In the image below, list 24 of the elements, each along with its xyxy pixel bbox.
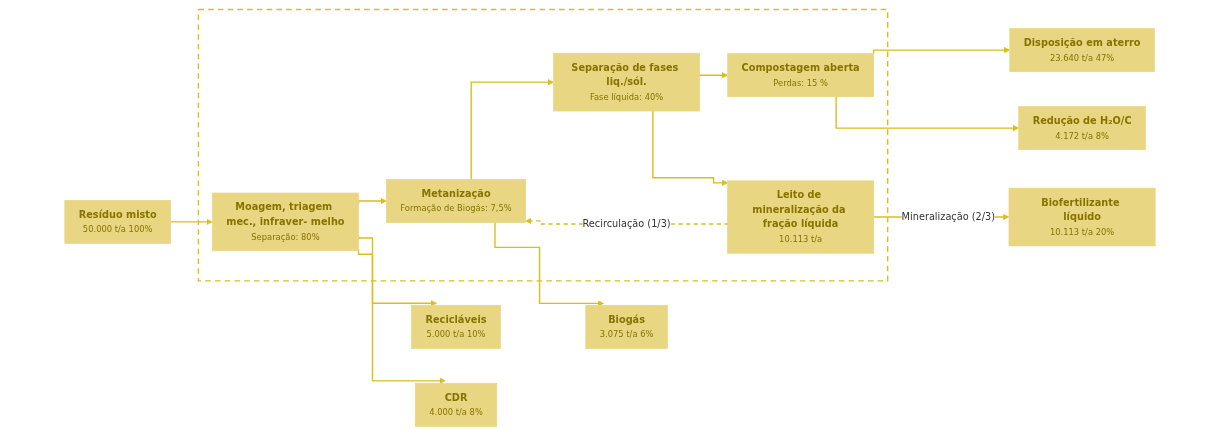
node-box: Compostagem aberta Perdas: 15 %: [727, 52, 874, 97]
node-box: Moagem, triagem mec., infraver- melho Separação: 80%: [212, 192, 359, 251]
node-box: Resíduo misto 50.000 t/a 100%: [64, 199, 171, 244]
cluster: [197, 8, 889, 282]
node-box: CDR 4.000 t/a 8%: [414, 382, 498, 427]
arrow: [652, 109, 729, 186]
arrow: [357, 197, 387, 205]
node-box: Biogás 3.075 t/a 6%: [585, 304, 668, 349]
node-box: Recicláveis 5.000 t/a 10%: [411, 304, 501, 349]
arrow: [494, 221, 604, 306]
node-box: Redução de H₂O/C 4.172 t/a 8%: [1018, 105, 1146, 150]
arrow: [169, 218, 213, 225]
arrow: [699, 71, 728, 78]
arrow: [872, 46, 1011, 55]
edge-label: Recirculação (1/3): [582, 217, 671, 229]
node-box: Biofertilizante líquido 10.113 t/a 20%: [1008, 187, 1156, 246]
arrow: [357, 234, 437, 306]
node-box: Disposição em aterro 23.640 t/a 47%: [1009, 27, 1155, 72]
node-box: Metanização Formação de Biogás: 7,5%: [386, 178, 526, 223]
arrow: [835, 95, 1019, 131]
edge-label: Mineralização (2/3): [901, 210, 996, 222]
node-box: Leito de mineralização da fração líquida 10.113 t/a: [727, 180, 875, 254]
node-box: Separação de fases liq./sól. Fase líquida: 40%: [553, 52, 701, 111]
arrow: [470, 78, 554, 180]
